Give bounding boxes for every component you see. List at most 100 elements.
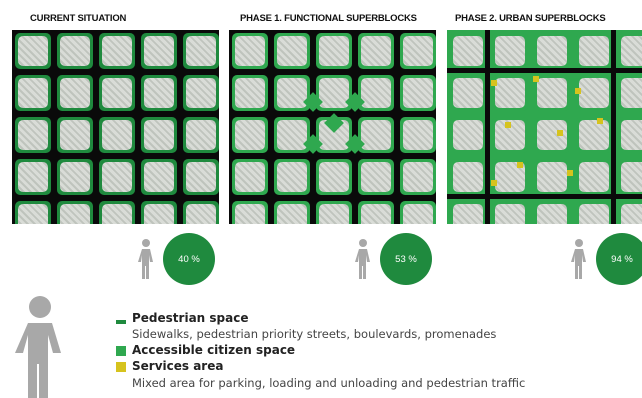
building-footprint (235, 78, 265, 108)
city-block (141, 201, 177, 224)
city-block (274, 159, 310, 195)
building-footprint (453, 204, 483, 224)
building-footprint (319, 162, 349, 192)
city-block (400, 159, 436, 195)
city-block (183, 75, 219, 111)
legend-pedestrian-space: Pedestrian space (132, 311, 249, 325)
building-footprint (621, 36, 642, 66)
building-footprint (60, 78, 90, 108)
city-block (232, 117, 268, 153)
building-footprint (361, 120, 391, 150)
building-footprint (277, 36, 307, 66)
city-block (534, 117, 570, 153)
building-footprint (186, 36, 216, 66)
services-area-marker (533, 76, 539, 82)
building-footprint (621, 204, 642, 224)
legend-accessible-space: Accessible citizen space (132, 343, 296, 357)
legend-services-area: Services area (132, 359, 224, 373)
building-footprint (277, 204, 307, 224)
building-footprint (186, 120, 216, 150)
large-pedestrian-icon (15, 296, 61, 398)
city-block (576, 117, 612, 153)
city-block (492, 201, 528, 224)
boundary-street (611, 30, 616, 224)
city-block (57, 33, 93, 69)
city-block (400, 201, 436, 224)
city-block (99, 201, 135, 224)
city-block (316, 201, 352, 224)
city-block (618, 117, 642, 153)
city-block (183, 201, 219, 224)
services-area-swatch (116, 362, 126, 372)
city-block (183, 159, 219, 195)
city-block (358, 33, 394, 69)
building-footprint (621, 120, 642, 150)
building-footprint (102, 162, 132, 192)
city-block (576, 201, 612, 224)
building-footprint (144, 162, 174, 192)
building-footprint (537, 36, 567, 66)
building-footprint (621, 162, 642, 192)
city-block (400, 75, 436, 111)
building-footprint (277, 120, 307, 150)
city-block (450, 159, 486, 195)
building-footprint (537, 204, 567, 224)
services-area-marker (491, 80, 497, 86)
building-footprint (361, 162, 391, 192)
building-footprint (495, 204, 525, 224)
building-footprint (102, 204, 132, 224)
building-footprint (537, 78, 567, 108)
pedestrian-icon (138, 239, 153, 279)
percentage-badge-current: 40 % (163, 233, 215, 285)
city-block (183, 33, 219, 69)
legend-services-area-desc: Mixed area for parking, loading and unlo… (132, 376, 526, 390)
building-footprint (18, 78, 48, 108)
services-area-marker (575, 88, 581, 94)
boundary-street (447, 68, 642, 73)
city-block (99, 159, 135, 195)
percentage-badge-phase1: 53 % (380, 233, 432, 285)
boundary-street (485, 30, 490, 224)
building-footprint (403, 204, 433, 224)
city-block (534, 159, 570, 195)
city-block (99, 117, 135, 153)
city-block (400, 117, 436, 153)
city-block (618, 33, 642, 69)
building-footprint (453, 78, 483, 108)
building-footprint (18, 162, 48, 192)
city-block (576, 159, 612, 195)
city-block (99, 33, 135, 69)
title-phase1: PHASE 1. FUNCTIONAL SUPERBLOCKS (240, 13, 417, 24)
building-footprint (186, 78, 216, 108)
city-block (141, 159, 177, 195)
city-block (57, 201, 93, 224)
city-block (15, 75, 51, 111)
city-block (57, 75, 93, 111)
current-situation-diagram (12, 30, 219, 224)
building-footprint (60, 36, 90, 66)
city-block (274, 75, 310, 111)
building-footprint (186, 162, 216, 192)
building-footprint (361, 204, 391, 224)
city-block (358, 159, 394, 195)
city-block (450, 75, 486, 111)
building-footprint (277, 162, 307, 192)
city-block (232, 33, 268, 69)
building-footprint (235, 36, 265, 66)
building-footprint (495, 36, 525, 66)
building-footprint (144, 78, 174, 108)
building-footprint (144, 204, 174, 224)
city-block (400, 33, 436, 69)
services-area-marker (597, 118, 603, 124)
city-block (232, 201, 268, 224)
city-block (274, 33, 310, 69)
city-block (57, 159, 93, 195)
building-footprint (102, 120, 132, 150)
services-area-marker (517, 162, 523, 168)
city-block (358, 201, 394, 224)
building-footprint (579, 36, 609, 66)
city-block (576, 33, 612, 69)
services-area-marker (567, 170, 573, 176)
building-footprint (235, 162, 265, 192)
building-footprint (277, 78, 307, 108)
